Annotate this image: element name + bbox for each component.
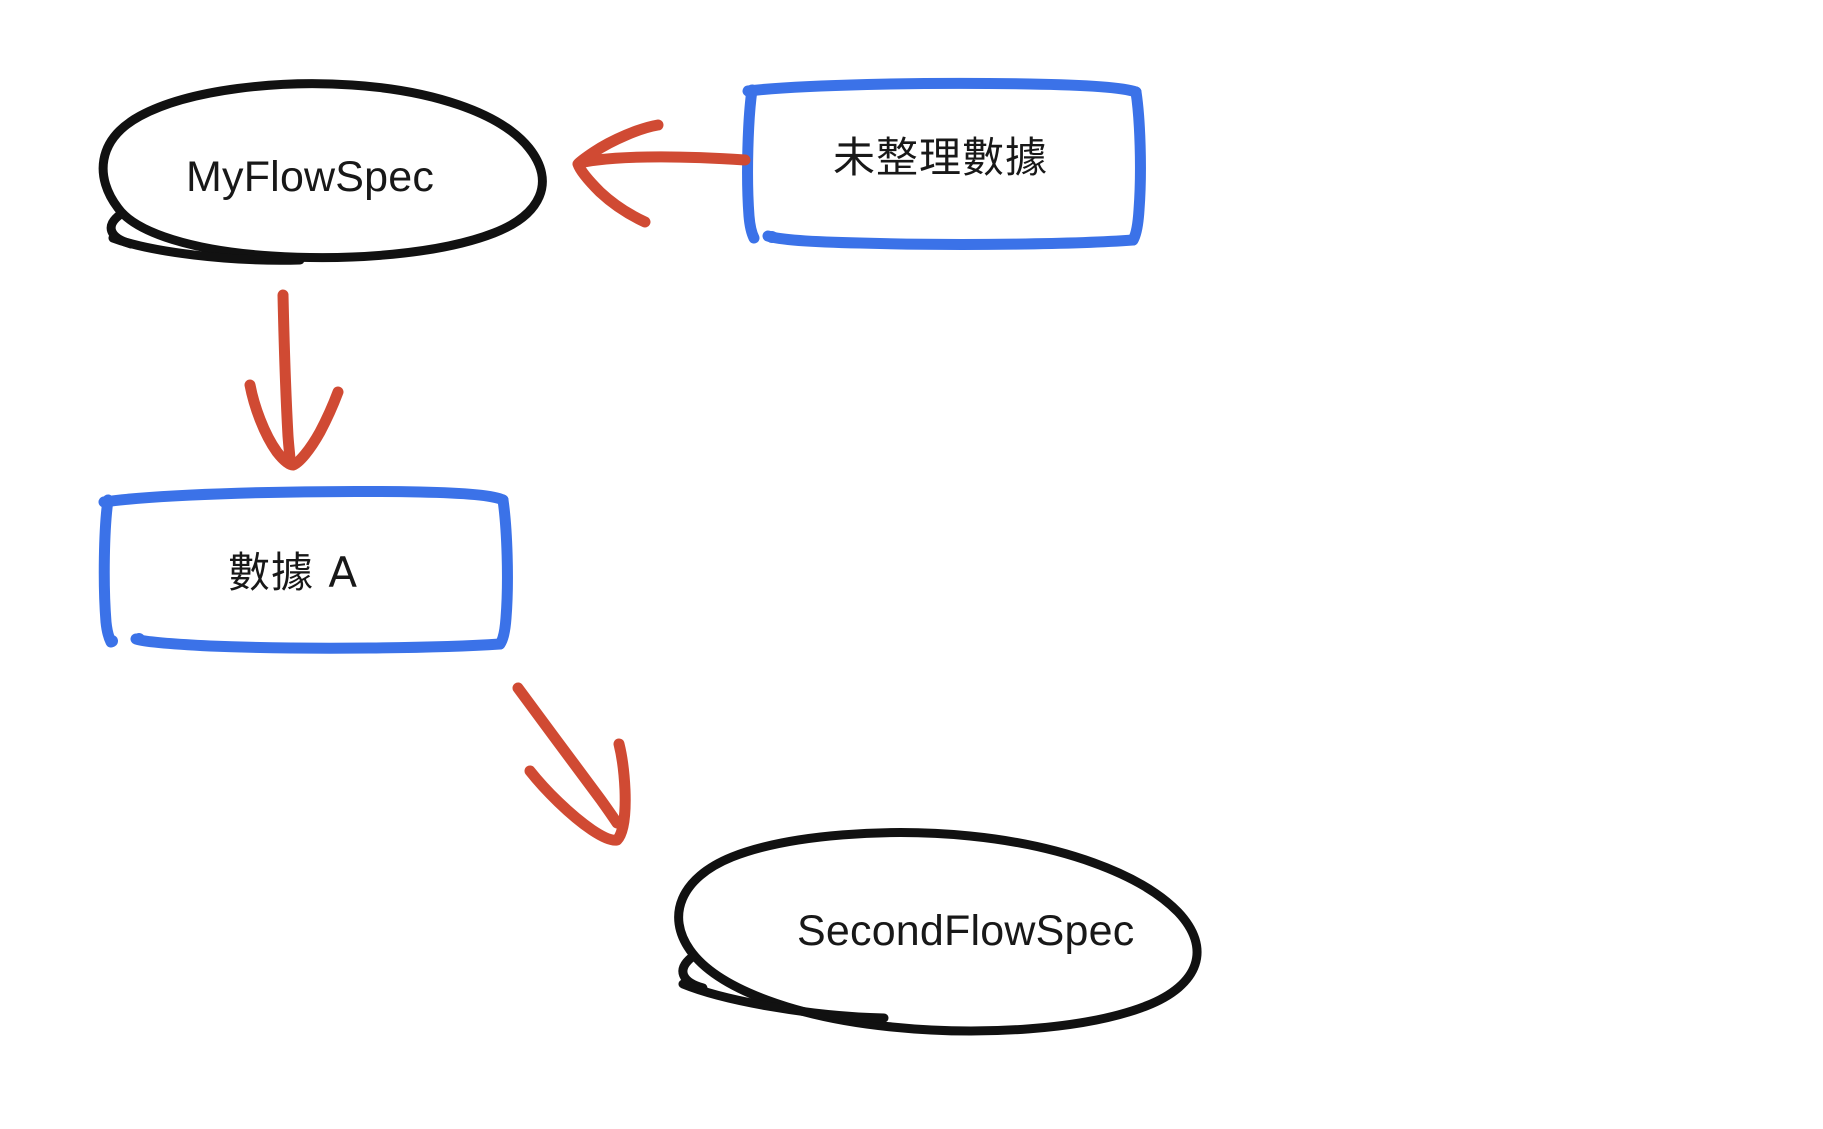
data-a-box-corner-dot-bl2 [133, 633, 145, 645]
untidy-box-top-edge [742, 77, 1142, 98]
node-secondflowspec-shape[interactable] [674, 828, 1202, 1036]
node-hit-secondflowspec[interactable] [664, 826, 1216, 1040]
edge-myflowspec-to-data-a-arrow[interactable] [244, 289, 344, 471]
node-label-untidy-data: 未整理數據 [833, 133, 1049, 182]
untidy-box-corner-dot-bl [766, 231, 778, 243]
arrow1-shaft [574, 151, 751, 169]
edge-untidy-to-myflowspec-arrow[interactable] [572, 119, 751, 228]
data-a-box-right-edge [494, 494, 513, 650]
untidy-box-right-edge [1127, 86, 1146, 246]
arrow3-head [524, 738, 631, 846]
secondflowspec-ellipse-outline [674, 828, 1202, 1036]
node-label-data-a: 數據 A [228, 548, 359, 597]
untidy-box-left-edge [742, 84, 760, 244]
data-a-box-corner-dot-bl [106, 635, 118, 647]
node-hit-data-a[interactable] [100, 488, 510, 650]
node-label-secondflowspec: SecondFlowSpec [797, 907, 1135, 955]
data-a-box-bottom-edge [130, 633, 506, 654]
edge-data-a-to-secondflowspec-arrow[interactable] [512, 682, 631, 846]
myflowspec-stroke-tail [108, 233, 305, 265]
node-myflowspec-shape[interactable] [98, 79, 547, 265]
node-hit-untidy-data[interactable] [744, 82, 1144, 248]
untidy-box-corner-dot-tl [744, 86, 756, 98]
arrow1-head [572, 119, 664, 228]
arrow3-shaft [512, 682, 623, 829]
data-a-box-top-edge [98, 485, 509, 508]
arrow2-shaft [277, 289, 296, 466]
node-data-a-shape[interactable] [98, 485, 513, 654]
node-hit-myflowspec[interactable] [96, 78, 566, 268]
arrow2-head [244, 379, 344, 471]
untidy-box-bottom-edge [762, 230, 1139, 250]
node-label-myflowspec: MyFlowSpec [186, 153, 435, 201]
node-untidy-data-shape[interactable] [742, 77, 1146, 250]
secondflowspec-stroke-tail [678, 979, 889, 1023]
